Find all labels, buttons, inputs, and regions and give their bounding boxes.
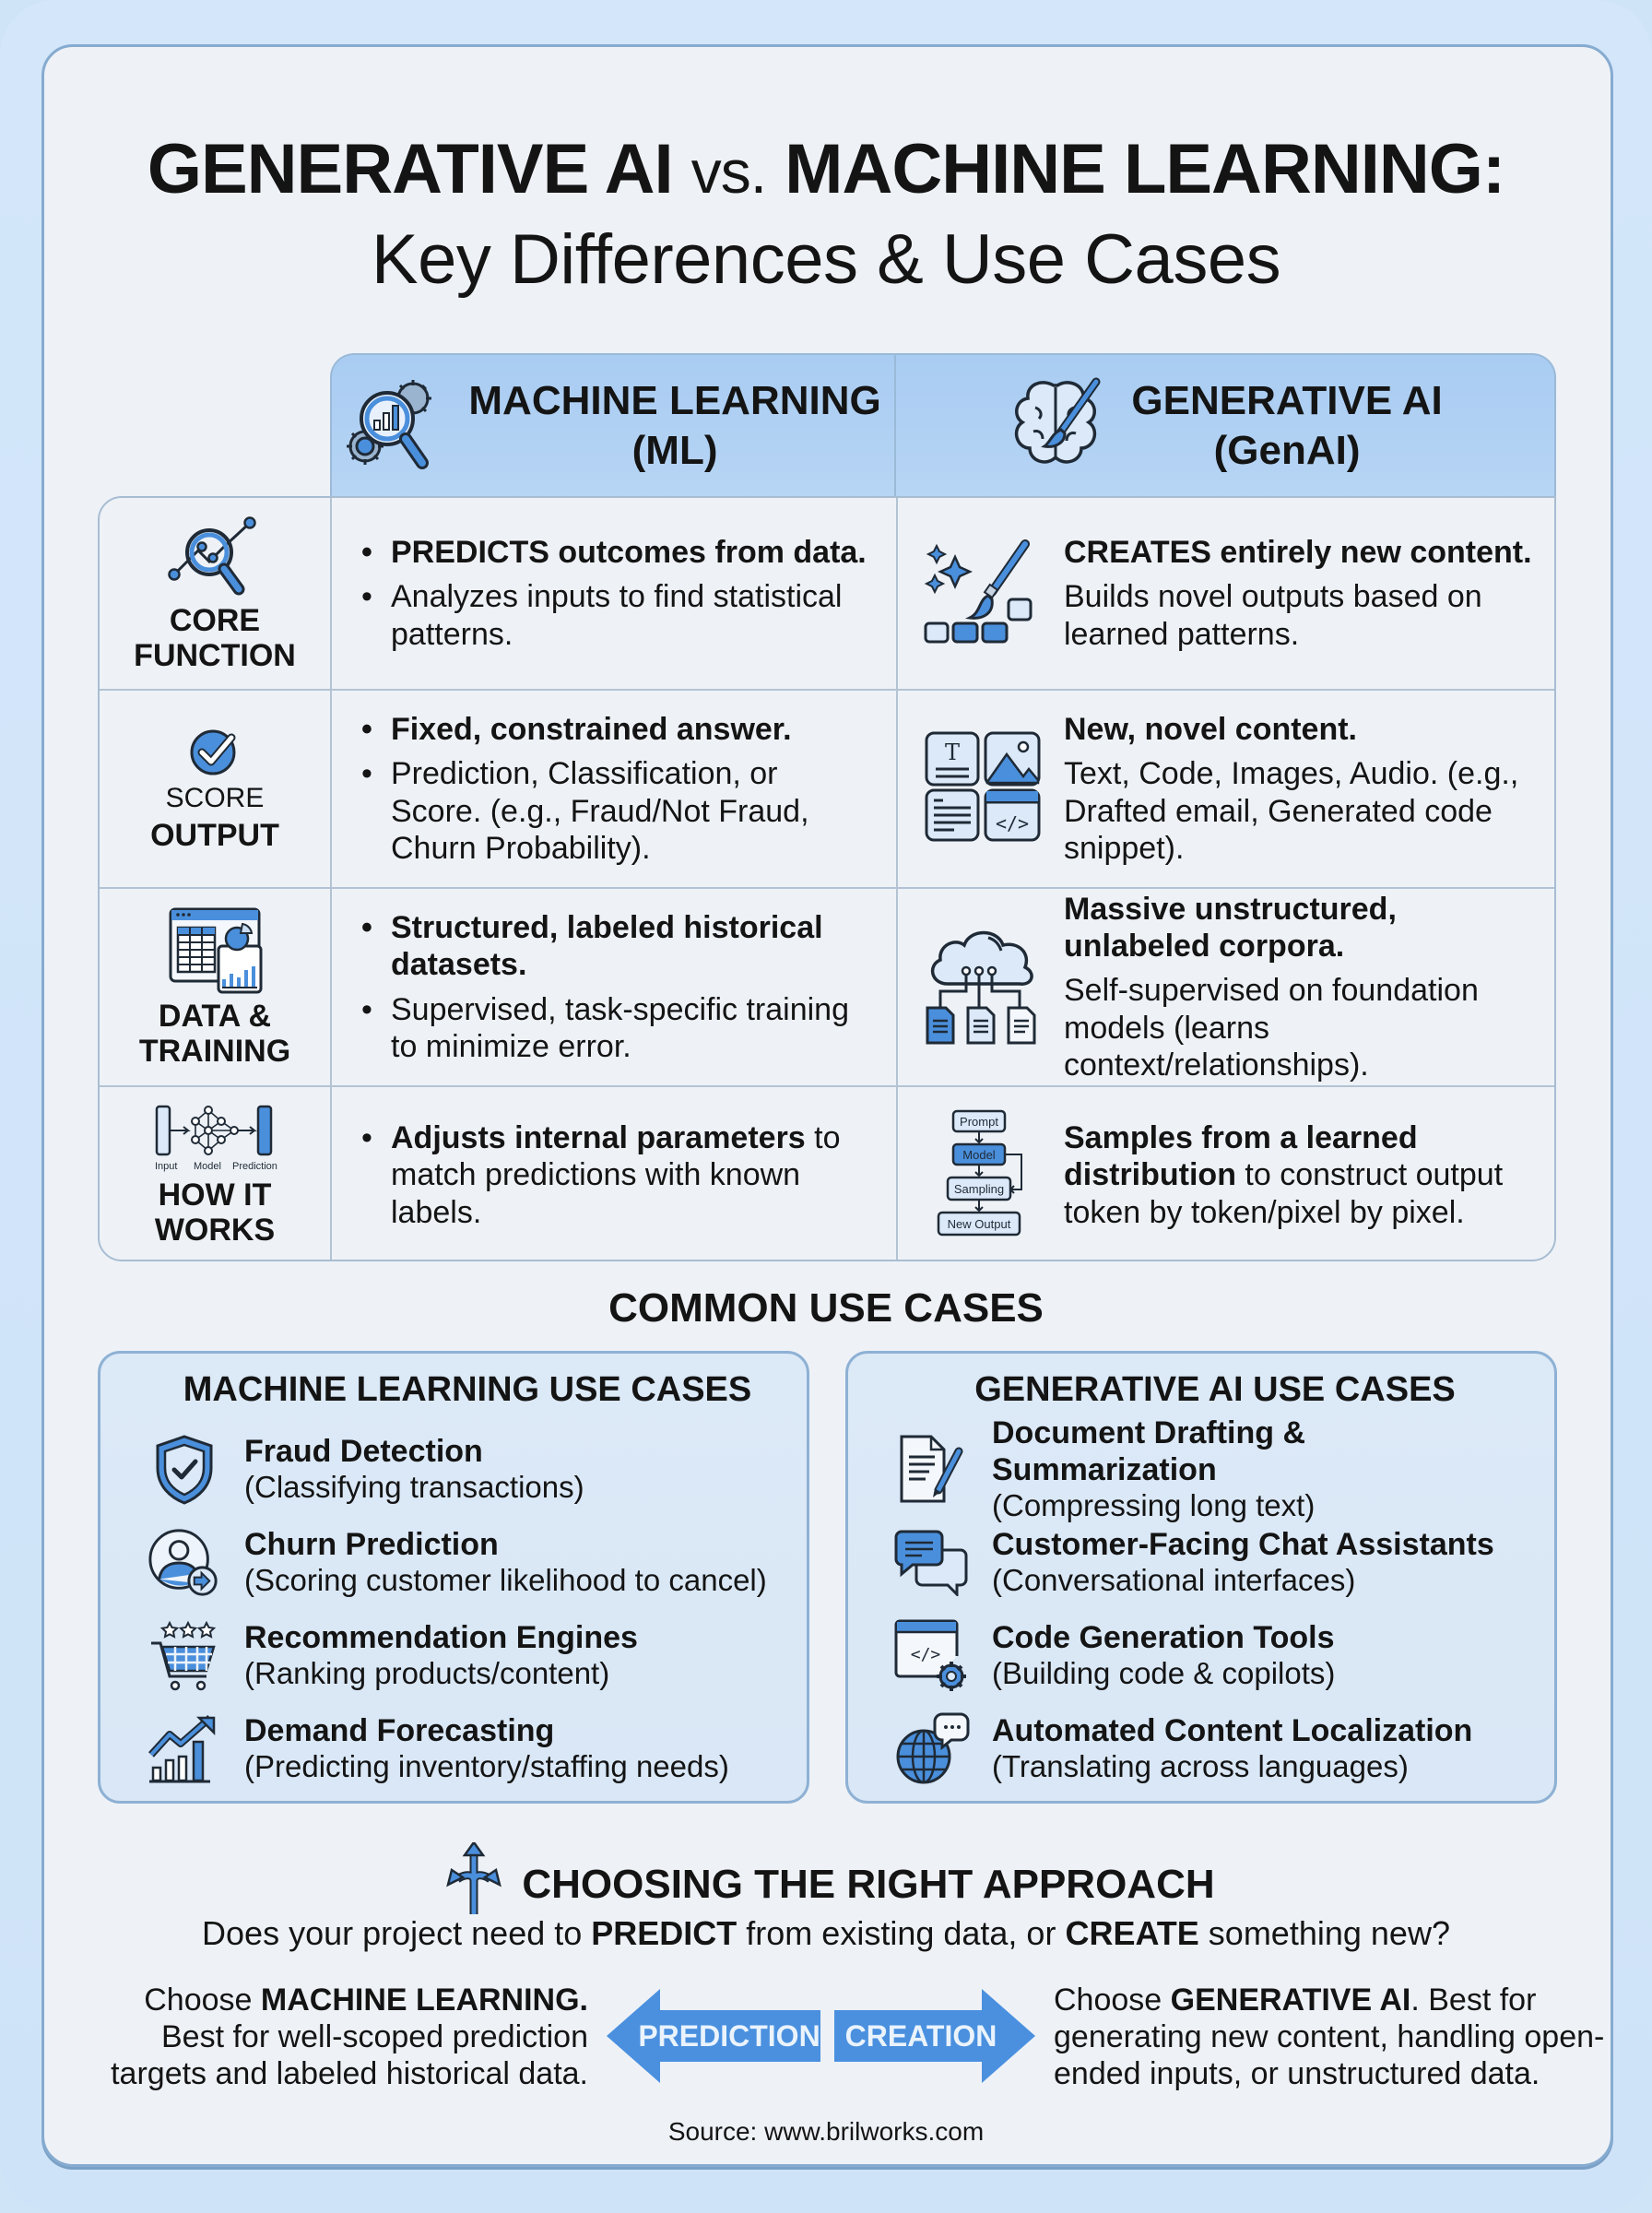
- choose-genai-text: Choose GENERATIVE AI. Best for generatin…: [1054, 1982, 1605, 2091]
- magnifier-gears-icon: [345, 376, 448, 477]
- svg-text:</>: </>: [911, 1645, 941, 1664]
- prediction-arrow: PREDICTION: [607, 1989, 820, 2083]
- score-label: SCORE: [165, 782, 265, 813]
- list-item: </> Code Generation Tools (Building code…: [894, 1609, 1536, 1702]
- prediction-arrow-label: PREDICTION: [638, 2018, 820, 2053]
- cloud-documents-icon: [924, 923, 1042, 1051]
- svg-text:Prompt: Prompt: [960, 1115, 998, 1129]
- column-header-ml-text: MACHINE LEARNING (ML): [468, 378, 881, 473]
- row-label-text: OUTPUT: [150, 817, 279, 853]
- table-row-core-function: CORE FUNCTION PREDICTS outcomes from dat…: [100, 498, 1554, 689]
- svg-text:Model: Model: [194, 1161, 221, 1172]
- list-item: Document Drafting & Summarization (Compr…: [894, 1415, 1536, 1522]
- genai-text: Samples from a learned distribution to c…: [1064, 1120, 1504, 1230]
- cell-genai-how-it-works: Prompt Model Sampling New Output: [898, 1087, 1554, 1260]
- genai-use-cases-title: GENERATIVE AI USE CASES: [974, 1370, 1456, 1409]
- genai-text: New, novel content. Text, Code, Images, …: [1064, 712, 1519, 866]
- user-exit-icon: [147, 1525, 222, 1601]
- title-vs: vs.: [690, 137, 767, 206]
- cell-ml-output: Fixed, constrained answer. Prediction, C…: [332, 691, 898, 887]
- source-credit: Source: www.brilworks.com: [667, 2117, 985, 2146]
- cell-ml-core-function: PREDICTS outcomes from data. Analyzes in…: [332, 498, 898, 689]
- document-pen-icon: [894, 1432, 970, 1508]
- creation-arrow-label: CREATION: [844, 2018, 997, 2053]
- cart-stars-icon: [147, 1618, 222, 1694]
- creation-arrow: CREATION: [834, 1989, 1035, 2083]
- genai-text: Massive unstructured, unlabeled corpora.…: [1064, 892, 1479, 1083]
- decision-question: Does your project need to PREDICT from e…: [202, 1914, 1450, 1952]
- title-genai: GENERATIVE AI: [147, 130, 674, 208]
- svg-text:Sampling: Sampling: [954, 1182, 1004, 1196]
- prompt-flow-icon: Prompt Model Sampling New Output: [924, 1107, 1042, 1243]
- bullet: Supervised, task-specific training to mi…: [352, 991, 874, 1065]
- code-window-gear-icon: </>: [894, 1618, 970, 1694]
- list-item: Customer-Facing Chat Assistants (Convers…: [894, 1516, 1536, 1609]
- bullet: Analyzes inputs to find statistical patt…: [352, 578, 874, 652]
- use-cases-heading: COMMON USE CASES: [608, 1285, 1044, 1331]
- row-label-text: CORE FUNCTION: [134, 602, 296, 673]
- table-row-output: SCORE OUTPUT Fixed, constrained answer. …: [100, 689, 1554, 887]
- row-label-how-it-works: Input Model Prediction HOW IT WORKS: [100, 1087, 332, 1260]
- svg-text:Prediction: Prediction: [232, 1161, 277, 1172]
- list-item: Demand Forecasting (Predicting inventory…: [147, 1702, 788, 1795]
- genai-use-cases-panel: GENERATIVE AI USE CASES Document Draftin…: [845, 1351, 1557, 1804]
- comparison-table: CORE FUNCTION PREDICTS outcomes from dat…: [98, 496, 1556, 1261]
- svg-text:Model: Model: [962, 1148, 996, 1162]
- cell-genai-output: T </> New, novel content. Text, Code, Im…: [898, 691, 1554, 887]
- genai-text: CREATES entirely new content. Builds nov…: [1064, 535, 1532, 652]
- spreadsheet-chart-icon: [167, 905, 263, 999]
- bullet: Fixed, constrained answer.: [352, 711, 874, 748]
- row-label-text: DATA & TRAINING: [138, 998, 291, 1069]
- svg-text:Input: Input: [155, 1161, 177, 1172]
- cell-ml-data-training: Structured, labeled historical datasets.…: [332, 889, 898, 1085]
- column-header-genai: GENERATIVE AI (GenAI): [896, 355, 1554, 497]
- choosing-heading-text: CHOOSING THE RIGHT APPROACH: [522, 1861, 1215, 1907]
- column-header-genai-text: GENERATIVE AI (GenAI): [1131, 378, 1443, 473]
- bullet: Prediction, Classification, or Score. (e…: [352, 755, 874, 866]
- list-item: Churn Prediction (Scoring customer likel…: [147, 1516, 788, 1609]
- sparkles-paintbrush-blocks-icon: [924, 538, 1042, 648]
- globe-chat-icon: [894, 1711, 970, 1787]
- magnifier-trend-icon: [167, 514, 263, 603]
- column-header-ml: MACHINE LEARNING (ML): [332, 355, 897, 497]
- title-ml: MACHINE LEARNING:: [785, 130, 1505, 208]
- row-label-core-function: CORE FUNCTION: [100, 498, 332, 689]
- row-label-output: SCORE OUTPUT: [100, 691, 332, 887]
- table-row-data-training: DATA & TRAINING Structured, labeled hist…: [100, 887, 1554, 1085]
- shield-check-icon: [147, 1432, 222, 1508]
- page-title: GENERATIVE AI vs. MACHINE LEARNING:: [0, 129, 1652, 209]
- check-circle-icon: [189, 725, 241, 781]
- page-subtitle: Key Differences & Use Cases: [371, 220, 1281, 299]
- list-item: Recommendation Engines (Ranking products…: [147, 1609, 788, 1702]
- cell-ml-how-it-works: Adjusts internal parameters to match pre…: [332, 1087, 898, 1260]
- choose-ml-text: Choose MACHINE LEARNING. Best for well-s…: [111, 1982, 588, 2091]
- chat-bubbles-icon: [894, 1525, 970, 1601]
- choosing-heading: CHOOSING THE RIGHT APPROACH: [0, 1840, 1652, 1926]
- brain-paintbrush-icon: [1008, 376, 1111, 477]
- ml-use-cases-panel: MACHINE LEARNING USE CASES Fraud Detecti…: [98, 1351, 809, 1804]
- input-model-prediction-icon: Input Model Prediction: [136, 1103, 293, 1178]
- cell-genai-data-training: Massive unstructured, unlabeled corpora.…: [898, 889, 1554, 1085]
- ml-use-cases-title: MACHINE LEARNING USE CASES: [183, 1370, 752, 1409]
- split-arrows-icon: [437, 1840, 511, 1926]
- media-types-grid-icon: T </>: [924, 730, 1042, 847]
- bullet: Adjusts internal parameters to match pre…: [352, 1119, 874, 1230]
- row-label-text: HOW IT WORKS: [154, 1177, 276, 1248]
- svg-text:T: T: [945, 740, 960, 765]
- growth-chart-icon: [147, 1711, 222, 1787]
- cell-genai-core-function: CREATES entirely new content. Builds nov…: [898, 498, 1554, 689]
- list-item: Automated Content Localization (Translat…: [894, 1702, 1536, 1795]
- svg-text:</>: </>: [996, 812, 1029, 834]
- comparison-table-header: MACHINE LEARNING (ML) GENERATIVE AI (Gen…: [330, 353, 1556, 497]
- list-item: Fraud Detection (Classifying transaction…: [147, 1423, 788, 1516]
- bullet: PREDICTS outcomes from data.: [352, 534, 874, 571]
- svg-text:New Output: New Output: [948, 1217, 1011, 1231]
- bullet: Structured, labeled historical datasets.: [352, 909, 874, 983]
- row-label-data-training: DATA & TRAINING: [100, 889, 332, 1085]
- table-row-how-it-works: Input Model Prediction HOW IT WORKS Adju…: [100, 1085, 1554, 1260]
